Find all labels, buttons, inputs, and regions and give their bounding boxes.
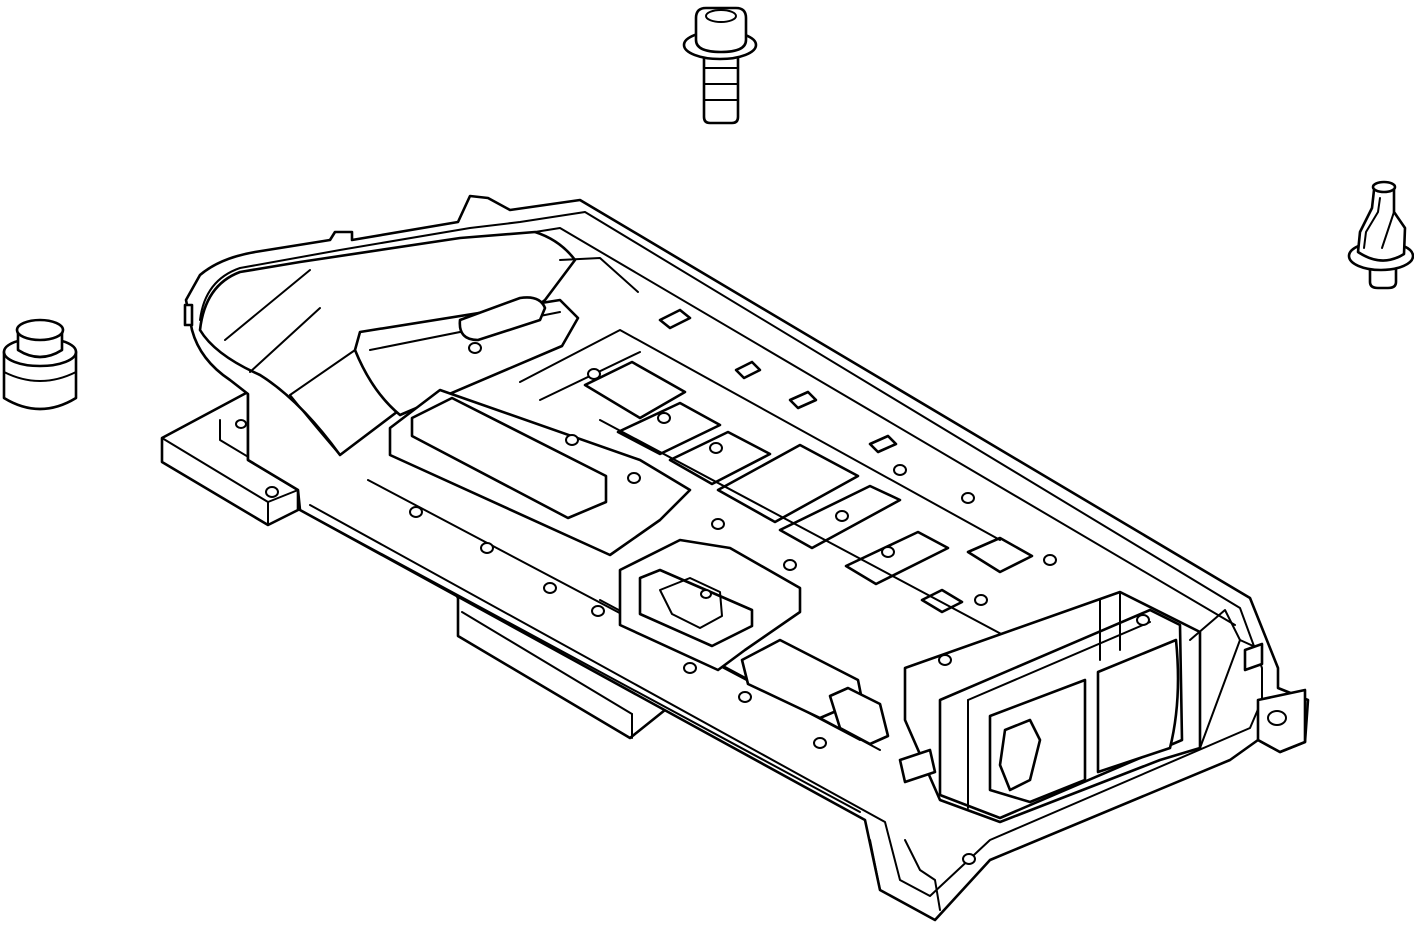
tray-icon bbox=[160, 194, 1310, 922]
bolt-icon bbox=[682, 6, 758, 125]
grommet-icon bbox=[2, 318, 78, 411]
clip-icon bbox=[1347, 180, 1414, 290]
